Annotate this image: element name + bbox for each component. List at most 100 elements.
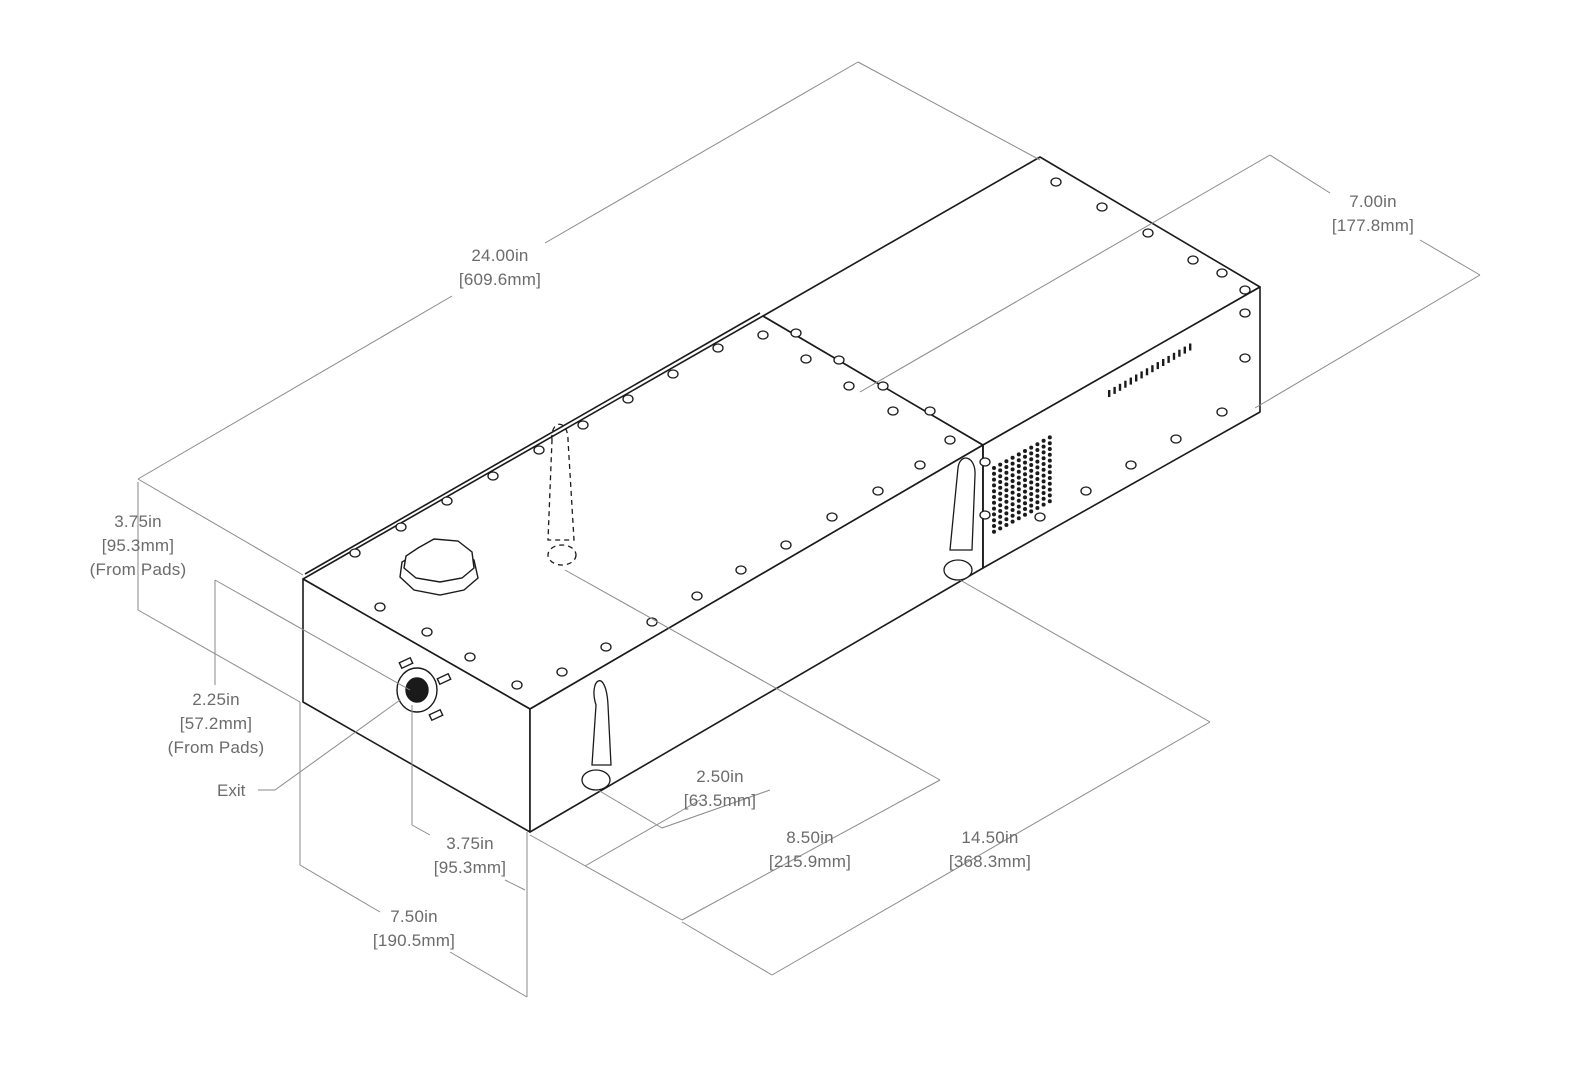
dim-pad1-line xyxy=(597,789,663,829)
vent-hole xyxy=(1029,492,1034,496)
vent-hole xyxy=(1023,483,1027,488)
exit-aperture xyxy=(396,656,452,722)
vent-hole xyxy=(1010,455,1015,460)
vent-hole xyxy=(1010,502,1015,507)
dim-length-in: 24.00in xyxy=(471,246,529,265)
vent-hole xyxy=(992,506,996,511)
dim-front-line-b xyxy=(449,951,528,998)
vent-hole xyxy=(1023,495,1027,500)
vent-slot xyxy=(1151,365,1154,373)
vent-hole xyxy=(1016,452,1021,457)
vent-hole xyxy=(1016,510,1021,515)
vent-hole xyxy=(998,480,1003,484)
vent-hole xyxy=(992,471,996,476)
screw-head xyxy=(374,602,386,612)
exit-stud-2 xyxy=(428,708,444,722)
screw-head xyxy=(1034,512,1046,522)
vent-hole xyxy=(1023,507,1027,511)
fill-port xyxy=(399,538,479,596)
dimension-lines xyxy=(137,61,1481,998)
screw-head xyxy=(487,471,499,481)
dim-width-mm: 177.8mm xyxy=(1336,216,1410,235)
dim-pad1-ext xyxy=(661,789,771,829)
pad-rear-left-foot xyxy=(547,544,577,566)
vent-slot xyxy=(1167,355,1170,363)
vent-hole xyxy=(998,514,1003,519)
vent-hole xyxy=(992,489,996,494)
screw-head xyxy=(914,460,926,470)
dim-pad2-line-b xyxy=(681,779,941,921)
vent-hole xyxy=(1047,435,1052,440)
dim-width-ext-a xyxy=(859,154,1271,393)
dim-width-mm-row: [177.8mm] xyxy=(1331,216,1415,235)
vent-slot xyxy=(1162,359,1165,366)
vent-hole xyxy=(1016,516,1021,521)
screw-head xyxy=(800,354,812,364)
vent-hole xyxy=(1041,467,1046,472)
vent-hole xyxy=(992,483,996,488)
vent-hole xyxy=(1004,465,1009,469)
vent-hole xyxy=(1016,469,1021,474)
screw-head xyxy=(1216,268,1228,278)
dim-height-mm: 95.3mm xyxy=(106,536,170,555)
vent-slot xyxy=(1172,352,1176,360)
vent-hole xyxy=(1047,447,1052,451)
exit-leader xyxy=(258,699,401,791)
dim-height-label: 3.75in [95.3mm] (From Pads) xyxy=(78,510,198,582)
pad-front-left-foot xyxy=(581,769,611,791)
vent-hole xyxy=(1035,453,1040,458)
vent-hole xyxy=(1035,506,1040,510)
dim-length-ext-b xyxy=(857,61,1041,161)
vent-hole xyxy=(1047,481,1052,486)
dim-length-label: 24.00in [609.6mm] xyxy=(440,244,560,292)
vent-hole xyxy=(1004,488,1009,493)
dim-exit-height-label: 2.25in [57.2mm] (From Pads) xyxy=(156,688,276,760)
vent-hole xyxy=(1010,473,1015,478)
top-edge-line xyxy=(304,312,761,575)
dim-pad1-mm: 63.5mm xyxy=(688,791,752,810)
vent-hole xyxy=(1047,487,1052,492)
vent-hole xyxy=(998,520,1003,525)
vent-hole xyxy=(1041,479,1046,484)
vent-hole xyxy=(1035,488,1040,493)
vent-hole xyxy=(1041,462,1046,466)
vent-hole xyxy=(1016,458,1021,463)
vent-hole xyxy=(1029,486,1034,491)
vent-hole xyxy=(992,500,996,505)
screw-head xyxy=(1187,255,1199,265)
vent-hole xyxy=(998,474,1003,479)
screw-head xyxy=(1096,202,1108,212)
dim-front-width-label: 7.50in [190.5mm] xyxy=(354,905,474,953)
vent-hole xyxy=(1029,468,1034,473)
screw-head xyxy=(349,548,361,558)
dim-pad2-line-a xyxy=(584,799,701,867)
screw-head xyxy=(421,627,433,637)
vent-hole xyxy=(992,524,996,528)
vent-hole xyxy=(1010,479,1015,483)
dim-width-label: 7.00in [177.8mm] xyxy=(1313,190,1433,238)
vent-slot xyxy=(1156,362,1159,370)
vent-hole xyxy=(998,509,1003,513)
vent-hole xyxy=(1029,451,1034,456)
vent-hole xyxy=(1023,449,1027,453)
screw-head xyxy=(1170,434,1182,444)
vent-hole xyxy=(1004,459,1009,464)
screw-head xyxy=(944,435,956,445)
screw-head xyxy=(790,328,802,338)
dim-pad3-label: 14.50in [368.3mm] xyxy=(930,826,1050,874)
screw-head xyxy=(843,381,855,391)
vent-hole xyxy=(998,497,1003,502)
screw-head xyxy=(979,510,991,520)
dim-pad2-mm: 215.9mm xyxy=(773,852,847,871)
pad-rear-right xyxy=(949,457,976,551)
vent-hole xyxy=(1010,519,1015,524)
dim-pad3-line xyxy=(771,721,1211,976)
screw-head xyxy=(622,394,634,404)
vent-hole xyxy=(998,468,1003,473)
pad-rear-right-foot xyxy=(943,559,973,581)
vent-hole xyxy=(1035,477,1040,481)
dim-pad3-mm: 368.3mm xyxy=(953,852,1027,871)
dim-pad1-in: 2.50in xyxy=(696,767,744,786)
vent-hole xyxy=(998,485,1003,490)
screw-head xyxy=(924,406,936,416)
